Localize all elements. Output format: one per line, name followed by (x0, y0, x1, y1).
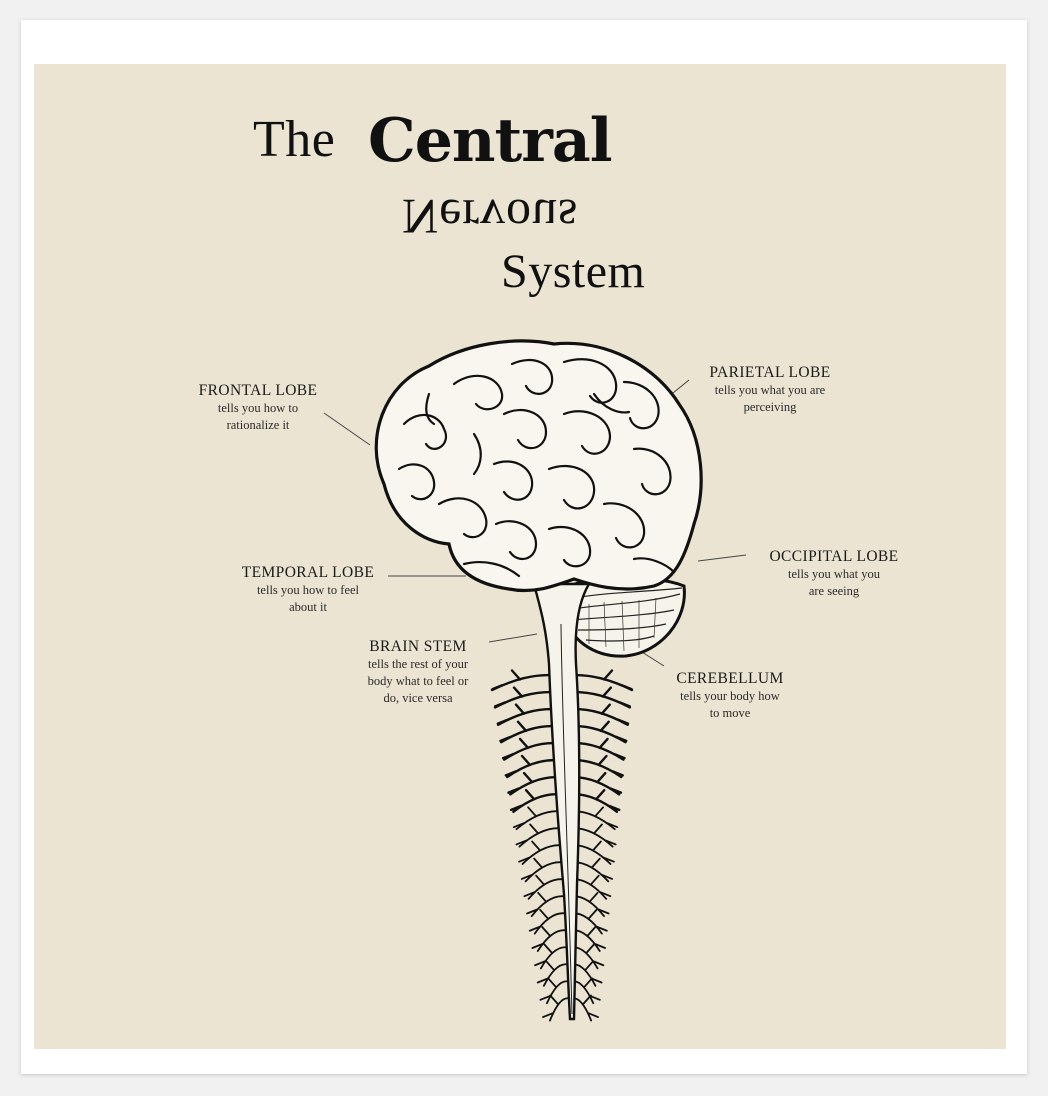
temporal-lobe-desc-1: tells you how to feel (256, 583, 360, 597)
occipital-lobe-desc-1: tells you what you (787, 567, 880, 581)
temporal-lobe-name: TEMPORAL LOBE (241, 564, 375, 581)
label-parietal-lobe: PARIETAL LOBE tells you what you are per… (680, 364, 860, 416)
label-brain-stem: BRAIN STEM tells the rest of your body w… (334, 638, 502, 707)
cerebellum-shape (562, 576, 686, 658)
brain-stem-desc-1: tells the rest of your (368, 657, 468, 671)
frontal-lobe-name: FRONTAL LOBE (198, 382, 318, 399)
occipital-leader-line (697, 554, 747, 562)
title-the: The (253, 111, 336, 168)
cerebellum-desc-1: tells your body how (680, 689, 780, 703)
label-frontal-lobe: FRONTAL LOBE tells you how to rationaliz… (174, 382, 342, 434)
cerebrum-shape (374, 339, 703, 593)
brain-stem-desc-3: do, vice versa (383, 691, 453, 705)
label-occipital-lobe: OCCIPITAL LOBE tells you what you are se… (744, 548, 924, 600)
brain-stem-name: BRAIN STEM (369, 638, 467, 655)
spinal-nerve-branch (542, 994, 572, 1022)
parietal-lobe-name: PARIETAL LOBE (709, 364, 831, 381)
title-central: Central (368, 106, 613, 176)
temporal-lobe-desc-2: about it (289, 600, 327, 614)
occipital-lobe-desc-2: are seeing (808, 584, 860, 598)
spinal-cord (532, 582, 592, 1021)
label-temporal-lobe: TEMPORAL LOBE tells you how to feel abou… (224, 564, 392, 616)
frontal-lobe-desc-2: rationalize it (226, 418, 290, 432)
brainstem-leader-line (488, 633, 538, 643)
spinal-nerve-branch (539, 977, 571, 1005)
cerebellum-name: CEREBELLUM (676, 670, 784, 687)
cerebellum-desc-2: to move (709, 706, 751, 720)
frontal-lobe-desc-1: tells you how to (217, 401, 299, 415)
title-system: System (501, 245, 646, 298)
frontal-leader-line (323, 412, 371, 446)
nervous-system-illustration (323, 339, 747, 1022)
parietal-lobe-desc-1: tells you what you are (714, 383, 826, 397)
brain-stem-desc-2: body what to feel or (367, 674, 469, 688)
parietal-lobe-desc-2: perceiving (743, 400, 797, 414)
poster: The Central Nervous System (34, 64, 1006, 1049)
label-cerebellum: CEREBELLUM tells your body how to move (646, 670, 814, 722)
occipital-lobe-name: OCCIPITAL LOBE (769, 548, 899, 565)
